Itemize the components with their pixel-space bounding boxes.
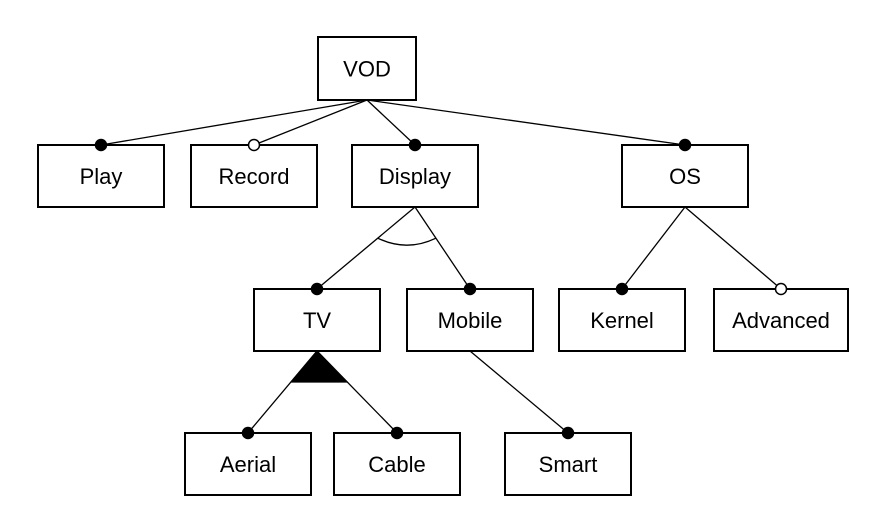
mandatory-marker-aerial: [241, 426, 255, 440]
feature-label-smart: Smart: [539, 452, 598, 477]
feature-label-tv: TV: [303, 308, 331, 333]
feature-box-kernel: [558, 288, 686, 352]
mandatory-marker-os: [678, 138, 692, 152]
feature-node-mobile: Mobile: [406, 288, 534, 352]
feature-box-smart: [504, 432, 632, 496]
feature-node-aerial: Aerial: [184, 432, 312, 496]
alternative-group-arc-display: [377, 237, 437, 246]
feature-box-display: [351, 144, 479, 208]
feature-label-kernel: Kernel: [590, 308, 654, 333]
feature-label-display: Display: [379, 164, 451, 189]
feature-label-cable: Cable: [368, 452, 425, 477]
feature-node-kernel: Kernel: [558, 288, 686, 352]
feature-label-os: OS: [669, 164, 701, 189]
edge-vod-record: [253, 99, 368, 146]
mandatory-marker-tv: [310, 282, 324, 296]
feature-node-smart: Smart: [504, 432, 632, 496]
optional-marker-record: [247, 138, 261, 152]
edge-vod-os: [366, 99, 686, 146]
feature-node-play: Play: [37, 144, 165, 208]
mandatory-marker-display: [408, 138, 422, 152]
feature-label-advanced: Advanced: [732, 308, 830, 333]
dots-layer: [94, 138, 788, 440]
edge-os-advanced: [684, 206, 782, 290]
edge-vod-display: [366, 99, 416, 146]
edge-vod-play: [100, 99, 368, 146]
optional-marker-advanced: [774, 282, 788, 296]
feature-node-tv: TV: [253, 288, 381, 352]
feature-label-vod: VOD: [343, 57, 391, 82]
feature-node-cable: Cable: [333, 432, 461, 496]
feature-box-record: [190, 144, 318, 208]
mandatory-marker-kernel: [615, 282, 629, 296]
feature-box-play: [37, 144, 165, 208]
feature-box-vod: [317, 36, 417, 101]
feature-box-os: [621, 144, 749, 208]
feature-box-advanced: [713, 288, 849, 352]
groups-layer: [289, 237, 437, 383]
feature-box-mobile: [406, 288, 534, 352]
edges-layer: [100, 99, 782, 434]
or-group-triangle-tv: [289, 350, 349, 383]
feature-box-aerial: [184, 432, 312, 496]
nodes-layer: VOD Play Record Display OS TV Mobile Kernel Adva…: [37, 36, 849, 496]
feature-label-play: Play: [80, 164, 123, 189]
feature-node-os: OS: [621, 144, 749, 208]
mandatory-marker-play: [94, 138, 108, 152]
feature-node-vod: VOD: [317, 36, 417, 101]
mandatory-marker-cable: [390, 426, 404, 440]
feature-box-tv: [253, 288, 381, 352]
feature-label-mobile: Mobile: [438, 308, 503, 333]
edge-display-mobile: [414, 206, 471, 290]
mandatory-marker-smart: [561, 426, 575, 440]
feature-label-aerial: Aerial: [220, 452, 276, 477]
edge-mobile-smart: [469, 350, 569, 434]
feature-node-display: Display: [351, 144, 479, 208]
edge-os-kernel: [621, 206, 686, 290]
feature-node-advanced: Advanced: [713, 288, 849, 352]
feature-box-cable: [333, 432, 461, 496]
feature-node-record: Record: [190, 144, 318, 208]
feature-label-record: Record: [219, 164, 290, 189]
edge-display-tv: [316, 206, 416, 290]
mandatory-marker-mobile: [463, 282, 477, 296]
